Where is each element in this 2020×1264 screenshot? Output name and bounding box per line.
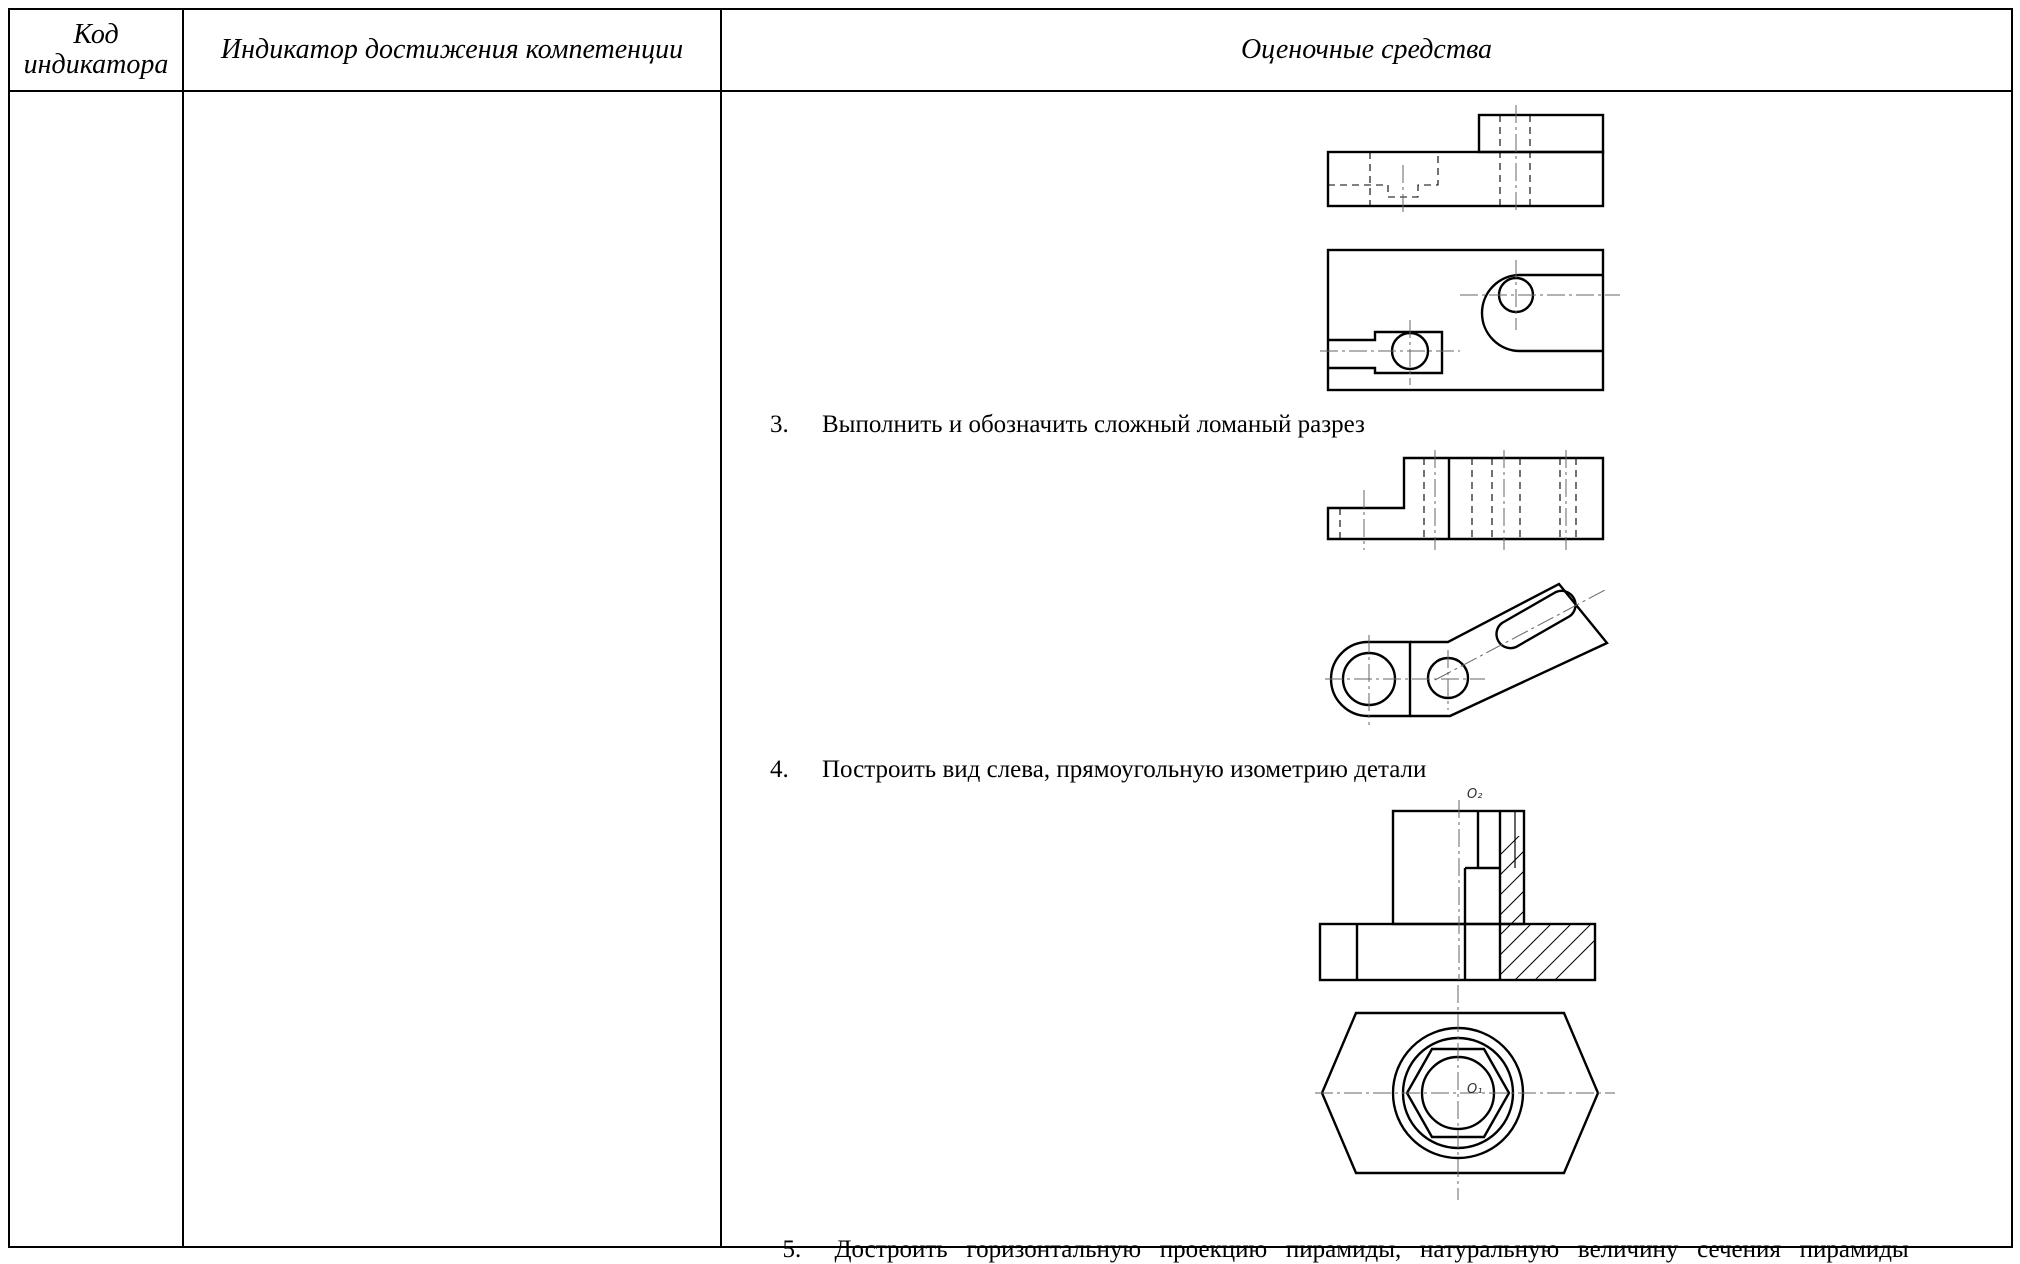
task-3-number: 3. <box>770 411 789 438</box>
drawing-top-view-block <box>1320 248 1620 392</box>
label-o1: O₁ <box>1467 1082 1482 1097</box>
task-4: 4. Построить вид слева, прямоугольную изо… <box>770 756 1426 784</box>
drawing-bracket-front-view <box>1326 450 1605 550</box>
label-o2: O₂ <box>1467 787 1482 802</box>
task-4-number: 4. <box>770 756 789 783</box>
drawing-front-view-block <box>1326 105 1605 215</box>
header-divider <box>10 90 2011 92</box>
assessment-table: Код индикатора Индикатор достижения комп… <box>8 8 2013 1248</box>
task-5-text: Достроить горизонтальную проекцию пирами… <box>834 1236 1909 1263</box>
task-5: 5. Достроить горизонтальную проекцию пира… <box>770 1208 2010 1264</box>
header-indicator: Индикатор достижения компетенции <box>220 34 684 65</box>
column-divider-2 <box>720 10 722 1246</box>
task-5-number: 5. <box>782 1236 802 1263</box>
header-code: Код индикатора <box>23 19 169 80</box>
drawing-part-top-view: O₁ <box>1315 985 1615 1200</box>
header-tools: Оценочные средства <box>1240 34 1493 65</box>
task-3: 3. Выполнить и обозначить сложный ломаный… <box>770 411 1365 439</box>
column-divider-1 <box>182 10 184 1246</box>
drawing-bracket-top-view <box>1325 582 1609 725</box>
task-3-text: Выполнить и обозначить сложный ломаный р… <box>822 411 1365 438</box>
drawing-part-front-section: O₂ <box>1318 787 1597 982</box>
task-4-text: Построить вид слева, прямоугольную изоме… <box>822 756 1427 783</box>
